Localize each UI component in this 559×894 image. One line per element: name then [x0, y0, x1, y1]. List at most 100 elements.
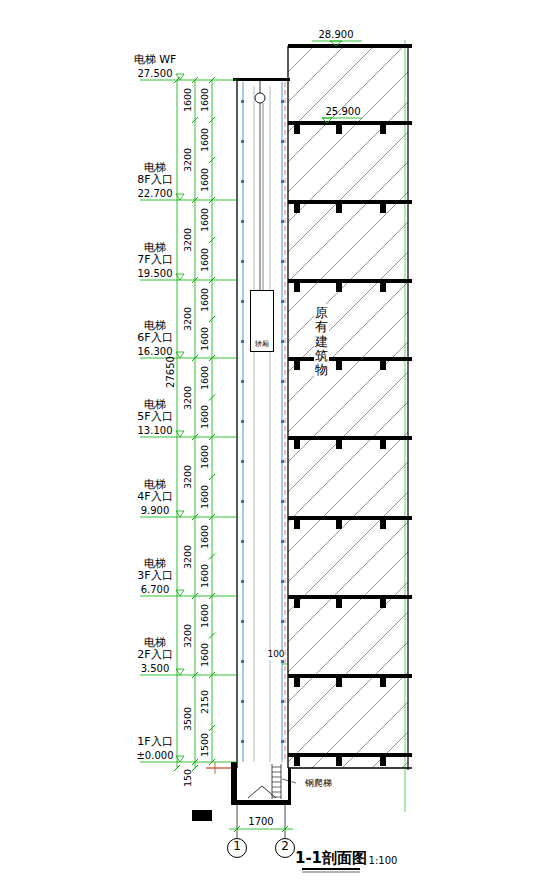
- floor-slab: [288, 674, 412, 678]
- door-mark: [241, 740, 244, 743]
- dimension-text: 1600: [200, 248, 210, 272]
- annotation-text: 1700: [248, 816, 273, 827]
- dimension-tick: [209, 395, 215, 401]
- axis-number: 2: [281, 840, 289, 855]
- door-mark: [241, 300, 244, 303]
- annotation-text: 22.700: [138, 188, 173, 199]
- level-mark: [176, 274, 184, 280]
- level-mark: [176, 74, 184, 80]
- dimension-tick: [192, 765, 198, 771]
- beam: [380, 283, 386, 292]
- beam: [380, 757, 386, 766]
- dimension-line: [177, 80, 178, 768]
- dimension-tick: [209, 725, 215, 731]
- shaft-wall: [236, 80, 237, 768]
- annotation-text: 28.900: [319, 29, 354, 40]
- dimension-text: 1600: [200, 445, 210, 469]
- door-mark: [281, 700, 284, 703]
- beam: [336, 361, 342, 370]
- beam: [294, 520, 300, 529]
- door-mark: [241, 620, 244, 623]
- door-mark: [241, 460, 244, 463]
- annotation-text: 6.700: [141, 584, 170, 595]
- beam: [336, 757, 342, 766]
- beam: [380, 520, 386, 529]
- elevator-car: 轿厢: [250, 290, 274, 352]
- beam: [380, 125, 386, 134]
- beam: [294, 361, 300, 370]
- level-mark: [176, 194, 184, 200]
- level-mark: [176, 590, 184, 596]
- dimension-text: 1600: [200, 366, 210, 390]
- ground-line: [206, 767, 231, 768]
- beam: [336, 204, 342, 213]
- level-mark: [176, 669, 184, 675]
- level-line: [140, 280, 237, 281]
- vertical-label: 原有建筑物: [314, 304, 329, 379]
- level-name: 电梯 7F入口: [133, 242, 177, 266]
- shaft-roof: [233, 78, 290, 81]
- dimension-text: 1600: [200, 88, 210, 112]
- level-name: 电梯 3F入口: [133, 558, 177, 582]
- dimension-text: 1600: [200, 485, 210, 509]
- guide-rail: [270, 86, 271, 762]
- pit-sump: [192, 810, 212, 821]
- dimension-text: 1600: [200, 643, 210, 667]
- ladder-rung: [272, 777, 281, 778]
- dimension-text: 3200: [183, 228, 193, 252]
- dimension-text: 1600: [200, 208, 210, 232]
- axis-number: 1: [233, 840, 241, 855]
- level-mark: [322, 118, 332, 123]
- ladder-rail: [272, 764, 273, 799]
- dimension-text: 27650: [165, 356, 176, 388]
- dimension-tick: [209, 237, 215, 243]
- ladder-rung: [272, 782, 281, 783]
- door-marks: [241, 100, 284, 743]
- floor-slab: [288, 753, 412, 757]
- dimension-line: [195, 80, 196, 768]
- door-mark: [281, 340, 284, 343]
- axis-line: [285, 805, 286, 838]
- door-mark: [281, 380, 284, 383]
- door-mark: [281, 540, 284, 543]
- door-mark: [241, 340, 244, 343]
- dimension-tick: [209, 474, 215, 480]
- level-line: [140, 517, 237, 518]
- door-mark: [241, 700, 244, 703]
- beam: [380, 599, 386, 608]
- hook: [260, 81, 261, 93]
- leader-line: [282, 779, 296, 783]
- title-underline: [302, 872, 360, 873]
- level-line: [140, 358, 237, 359]
- door-mark: [241, 500, 244, 503]
- beam: [294, 678, 300, 687]
- beam: [336, 678, 342, 687]
- floor-slab: [288, 200, 412, 204]
- dimension-line: [212, 80, 213, 762]
- building-hatch: [288, 46, 408, 768]
- ground-line: [288, 767, 412, 769]
- ladder-rail: [281, 764, 282, 799]
- floor-slab: [288, 516, 412, 520]
- door-mark: [281, 140, 284, 143]
- beam: [380, 361, 386, 370]
- cable: [260, 103, 261, 290]
- level-name: 电梯 2F入口: [133, 637, 177, 661]
- beam: [336, 283, 342, 292]
- beam: [380, 440, 386, 449]
- beam: [294, 204, 300, 213]
- door-mark: [281, 580, 284, 583]
- annotation-text: 3.500: [141, 663, 170, 674]
- door-mark: [281, 500, 284, 503]
- door-mark: [281, 260, 284, 263]
- annotation-text: 钢爬梯: [305, 779, 332, 789]
- door-mark: [281, 300, 284, 303]
- dimension-text: 1600: [183, 88, 193, 112]
- level-name: 电梯 5F入口: [133, 399, 177, 423]
- level-mark: [176, 511, 184, 517]
- dimension-tick: [192, 117, 198, 123]
- door-mark: [241, 660, 244, 663]
- dimension-tick: [209, 633, 215, 639]
- door-mark: [281, 420, 284, 423]
- dimension-text: 1600: [200, 604, 210, 628]
